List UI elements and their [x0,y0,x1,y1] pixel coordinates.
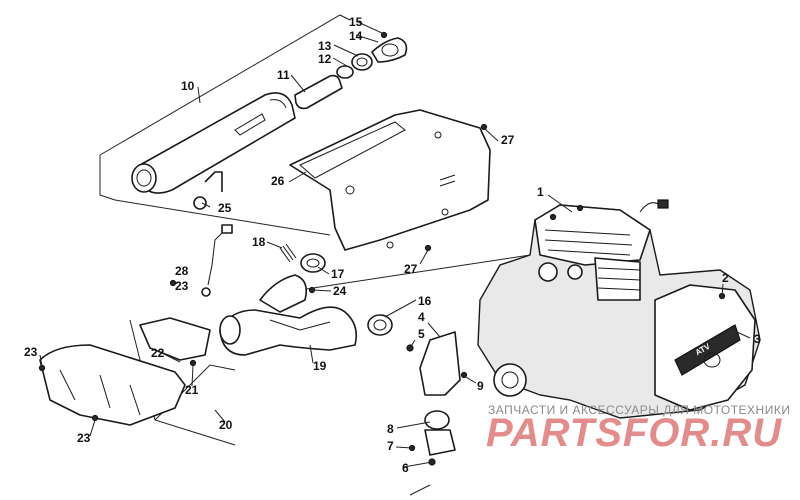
callout-23-left: 23 [24,345,38,359]
assembly-boundary-lines [99,14,531,496]
leader-lines [39,21,751,468]
callout-15: 15 [349,15,363,29]
callout-10: 10 [181,79,195,93]
callout-6: 6 [402,461,409,475]
callout-28: 28 [175,264,189,278]
callout-3: 3 [754,332,761,346]
callout-17: 17 [331,267,345,281]
callout-9: 9 [477,379,484,393]
callout-16: 16 [418,294,432,308]
callout-21: 21 [185,383,199,397]
watermark-subtitle: ЗАПЧАСТИ И АКСЕССУАРЫ ДЛЯ МОТОТЕХНИКИ [488,403,791,417]
callout-22: 22 [151,346,165,360]
callout-1: 1 [537,185,544,199]
callout-11: 11 [277,68,290,82]
callout-20: 20 [219,418,233,432]
callout-13: 13 [318,39,332,53]
callout-18: 18 [252,235,266,249]
callout-14: 14 [349,29,363,43]
engine-mount-bracket [406,331,468,466]
exhaust-gasket [367,314,393,336]
clutch-cover [654,284,756,411]
callout-26: 26 [271,174,285,188]
callout-4: 4 [418,310,425,324]
callout-25: 25 [218,201,232,215]
tail-pipe-assembly [294,31,408,110]
callout-5: 5 [418,327,425,341]
muffler [131,92,296,210]
heat-shield [289,109,491,252]
callout-27-mid: 27 [404,262,418,276]
callout-19: 19 [313,359,327,373]
callout-23-top: 23 [175,279,189,293]
lower-heat-shield [38,279,211,426]
callout-2: 2 [722,271,729,285]
callout-8: 8 [387,422,394,436]
callout-7: 7 [387,439,394,453]
exhaust-header-pipe [219,243,358,356]
callout-27-top: 27 [501,133,515,147]
callout-23-bottom: 23 [77,431,91,445]
callout-12: 12 [318,52,332,66]
oxygen-sensor [201,224,233,297]
watermark-brand: PARTSFOR.RU [486,411,783,455]
callout-24: 24 [333,284,347,298]
